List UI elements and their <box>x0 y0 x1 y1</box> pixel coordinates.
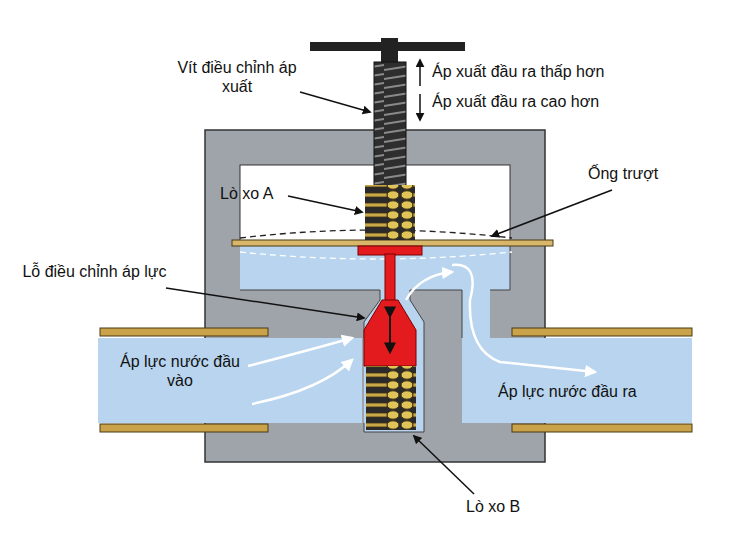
callout-label: Lỗ điều chỉnh áp lực <box>22 262 167 281</box>
direction-label: Áp xuất đầu ra thấp hơn <box>432 62 652 81</box>
leader-line <box>166 92 612 494</box>
channel-outline <box>240 246 510 432</box>
direction-arrow <box>419 60 421 86</box>
callout-label: Vít điều chỉnh áp xuất <box>172 58 302 96</box>
callout-label: Ống trượt <box>588 164 698 183</box>
water <box>98 246 692 432</box>
movement-arrow <box>389 316 391 352</box>
spring-b <box>366 366 416 430</box>
diaphragm-plate <box>232 240 553 246</box>
callout-label: Lò xo A <box>220 184 290 203</box>
direction-label: Áp xuất đầu ra cao hơn <box>432 92 652 111</box>
screw-handle <box>381 38 398 64</box>
flow-label: Áp lực nước đầu vào <box>116 352 244 390</box>
spring-a <box>365 185 415 240</box>
valve-plug <box>364 300 416 366</box>
adjusting-screw <box>374 62 406 187</box>
valve-stem <box>385 254 395 304</box>
flow-label: Áp lực nước đầu ra <box>498 382 688 401</box>
callout-label: Lò xo B <box>466 497 556 516</box>
direction-arrow <box>419 94 421 120</box>
